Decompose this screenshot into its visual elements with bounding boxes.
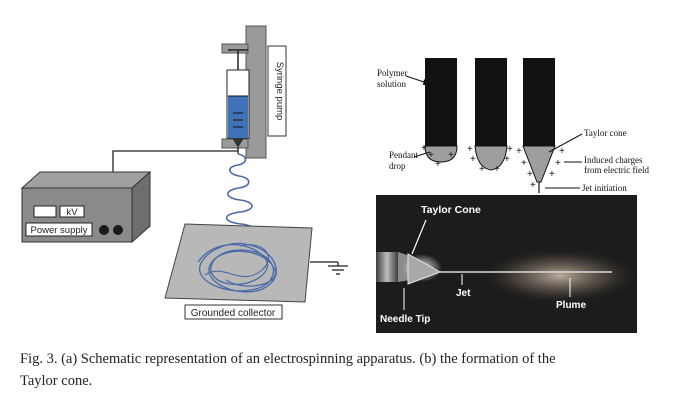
jet-initiation-label: Jet initiation	[582, 183, 627, 193]
caption-line-1: Fig. 3. (a) Schematic representation of …	[20, 351, 556, 367]
photo-needle-tip-label: Needle Tip	[380, 314, 430, 325]
svg-text:+: +	[435, 159, 441, 170]
taylor-cone-photo: Taylor Cone Jet Plume Needle Tip	[376, 195, 640, 333]
taylor-cone-diagram-label: Taylor cone	[584, 128, 627, 138]
svg-text:+: +	[467, 144, 473, 155]
power-supply: kV Power supply	[20, 148, 239, 244]
induced-charges-label-line1: Induced charges	[584, 155, 643, 165]
caption-line-2: Taylor cone.	[20, 373, 93, 389]
svg-text:+: +	[507, 144, 513, 155]
polymer-solution-label-line2: solution	[377, 79, 407, 89]
grounded-collector: Grounded collector	[164, 223, 313, 320]
svg-text:+: +	[479, 164, 485, 175]
svg-text:+: +	[530, 180, 536, 191]
syringe-pump-label: Syringe pump	[274, 62, 285, 121]
svg-text:+: +	[516, 146, 522, 157]
needle-taylor-cone: + + + + + + +	[516, 58, 565, 193]
svg-text:+: +	[559, 146, 565, 157]
svg-text:+: +	[421, 143, 427, 154]
needle-pendant-drop: + + + +	[421, 58, 458, 170]
panel-b-taylor-cone-stages: + + + + + + + + + + + + + + + + +	[377, 58, 649, 193]
svg-text:+: +	[448, 150, 454, 161]
power-supply-label: Power supply	[30, 225, 87, 236]
svg-text:+: +	[549, 169, 555, 180]
ground-symbol	[310, 261, 348, 275]
svg-text:+: +	[470, 154, 476, 165]
svg-text:+: +	[527, 169, 533, 180]
photo-plume-label: Plume	[556, 300, 586, 311]
figure-caption: Fig. 3. (a) Schematic representation of …	[20, 348, 680, 392]
syringe-pump: Syringe pump	[221, 25, 287, 159]
syringe	[226, 49, 250, 154]
power-knob-2	[113, 225, 123, 235]
pendant-drop-label-line2: drop	[389, 161, 406, 171]
panel-a-apparatus: Syringe pump Grounded collector	[20, 25, 348, 320]
kv-label: kV	[66, 207, 78, 218]
svg-text:+: +	[494, 164, 500, 175]
needle-charged-drop: + + + + + +	[467, 58, 513, 175]
polymer-solution-label-line1: Polymer	[377, 68, 408, 78]
induced-charges-label-line2: from electric field	[584, 165, 649, 175]
svg-text:+: +	[428, 150, 434, 161]
power-knob-1	[99, 225, 109, 235]
svg-text:+: +	[555, 158, 561, 169]
photo-taylor-cone-label: Taylor Cone	[421, 204, 481, 216]
photo-jet-label: Jet	[456, 288, 471, 299]
svg-text:+: +	[504, 154, 510, 165]
collector-label: Grounded collector	[191, 308, 276, 319]
pendant-drop-label-line1: Pendant	[389, 150, 418, 160]
svg-text:+: +	[521, 158, 527, 169]
